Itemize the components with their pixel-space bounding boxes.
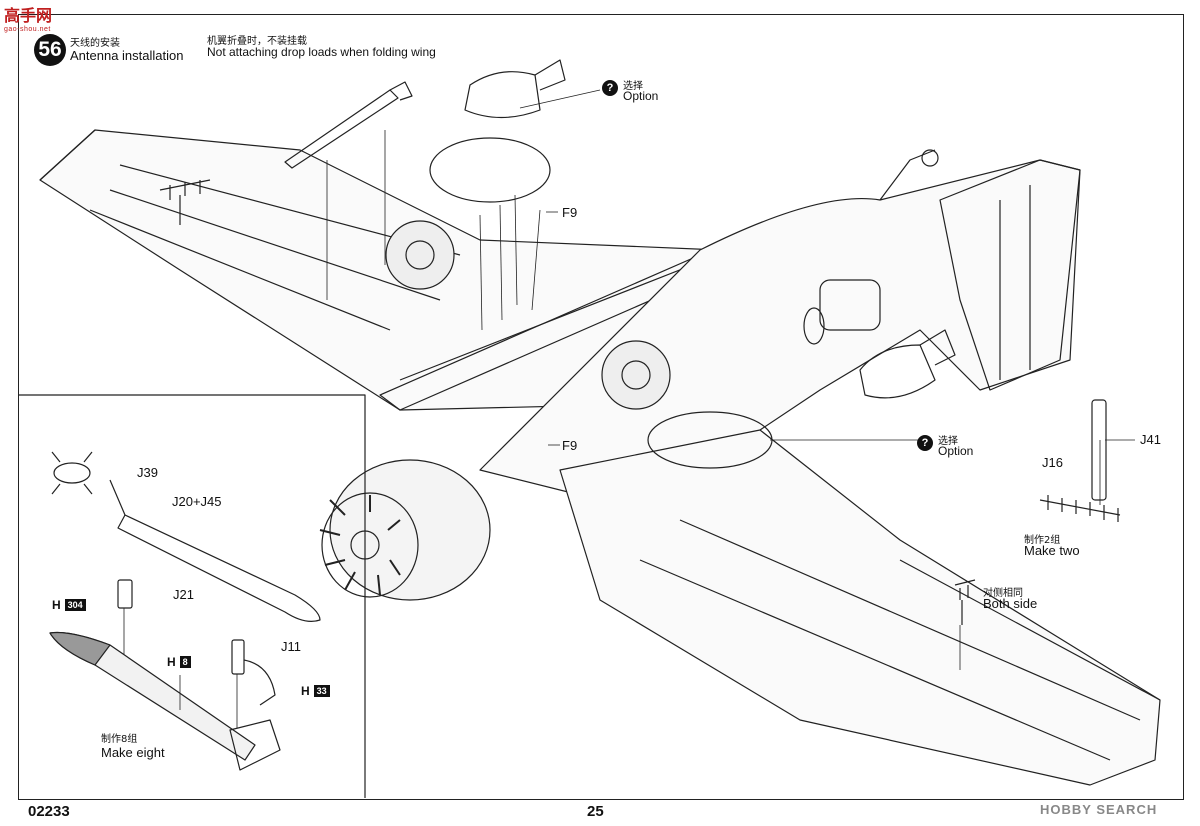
step-note-cn: 机翼折叠时，不装挂载 [207,36,307,47]
f9-top-label: F9 [562,205,578,220]
product-code: 02233 [28,803,70,820]
make-eight-cn: 制作8组 [101,734,138,745]
page-frame [18,14,1184,800]
question-circle-icon: ? [602,80,618,96]
watermark-url: gao-shou.net [4,26,51,33]
h33-number: 33 [313,685,330,697]
h304-letter: H [52,598,61,612]
step-title-cn: 天线的安装 [70,38,120,49]
h33-letter: H [301,684,310,698]
option-right-en: Option [938,444,974,458]
make-two-cn: 制作2组 [1024,535,1061,546]
step-number: 56 [34,34,66,66]
h304-number: 304 [64,599,86,611]
page-number: 25 [587,803,604,820]
option-top-cn: 选择 [623,81,643,92]
make-two-en: Make two [1024,543,1080,558]
option-top-en: Option [623,89,659,103]
both-side-en: Both side [983,596,1038,611]
make-eight-en: Make eight [101,745,165,760]
step-note-en: Not attaching drop loads when folding wi… [207,45,436,59]
watermark-text: 高手网 [4,8,53,25]
f9-mid-label: F9 [562,438,578,453]
both-side-cn: 对侧相同 [983,588,1023,599]
j21-label: J21 [173,587,194,602]
option-right-cn: 选择 [938,436,958,447]
watermark-logo: 高手网 gao-shou.net [4,2,52,33]
h8-number: 8 [179,656,191,668]
j16-label: J16 [1042,455,1063,470]
j11-label: J11 [281,639,301,654]
step-title-en: Antenna installation [70,48,184,63]
j41-label: J41 [1140,432,1161,447]
j20-j45-label: J20+J45 [172,494,222,509]
watermark-brand: HOBBY SEARCH [1040,802,1158,817]
h8-letter: H [167,655,176,669]
j39-label: J39 [137,465,158,480]
question-circle-icon: ? [917,435,933,451]
